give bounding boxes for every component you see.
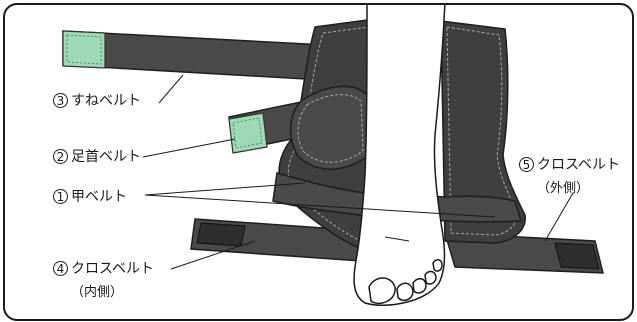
label-sub-outer: （外側） bbox=[537, 177, 589, 196]
big-toe bbox=[369, 278, 395, 303]
number-badge: 4 bbox=[53, 261, 68, 276]
number-badge: 5 bbox=[519, 157, 534, 172]
label-text: クロスベルト bbox=[537, 158, 620, 172]
number-badge: 2 bbox=[53, 149, 68, 164]
number-badge: 1 bbox=[53, 189, 68, 204]
diagram-frame: .belt { fill:#4a4a4a; stroke:#1e1e1e; st… bbox=[3, 3, 634, 321]
cross-belt-outer-pad bbox=[555, 243, 599, 269]
label-cross-belt-inner: 4 クロスベルト bbox=[53, 261, 154, 276]
label-instep-belt: 1 甲ベルト bbox=[53, 189, 127, 204]
label-sub-inner: （内側） bbox=[71, 281, 123, 300]
label-ankle-belt: 2 足首ベルト bbox=[53, 149, 141, 164]
number-badge: 3 bbox=[53, 93, 68, 108]
ankle-belt-velcro bbox=[229, 113, 267, 153]
leg-foot bbox=[354, 5, 445, 305]
label-cross-belt-outer: 5 クロスベルト bbox=[519, 157, 620, 172]
label-text: クロスベルト bbox=[71, 262, 154, 276]
label-text: すねベルト bbox=[71, 94, 141, 108]
label-shin-belt: 3 すねベルト bbox=[53, 93, 141, 108]
cross-belt-inner-pad bbox=[197, 223, 245, 246]
label-text: 足首ベルト bbox=[71, 150, 141, 164]
label-text: 甲ベルト bbox=[71, 190, 127, 204]
